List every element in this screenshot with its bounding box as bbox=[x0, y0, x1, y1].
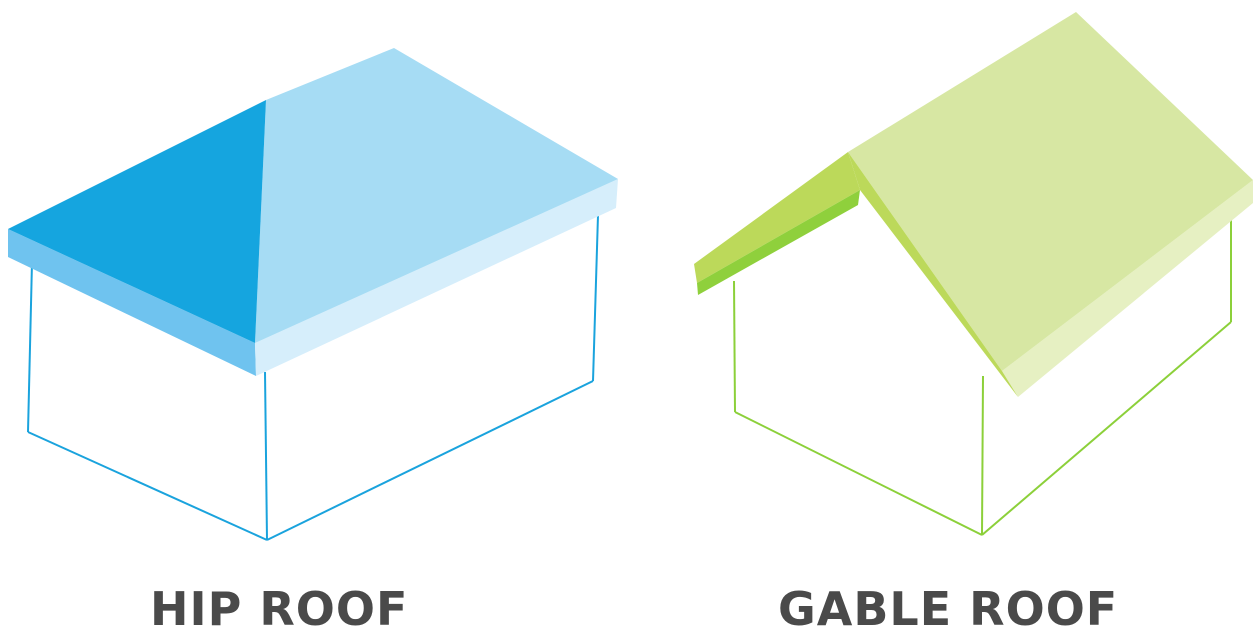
hip-house-walls bbox=[27, 214, 599, 541]
hip-roof-label: HIP ROOF bbox=[150, 582, 409, 636]
gable-roof-house-icon bbox=[694, 12, 1253, 536]
gable-roof bbox=[694, 12, 1253, 397]
hip-roof bbox=[8, 48, 618, 376]
hip-roof-end-plane bbox=[8, 100, 266, 343]
gable-roof-main-plane bbox=[848, 12, 1253, 371]
gable-roof-eave-underside bbox=[697, 190, 860, 295]
gable-roof-label: GABLE ROOF bbox=[778, 582, 1119, 636]
hip-roof-main-plane bbox=[255, 48, 618, 343]
hip-roof-fascia-right bbox=[255, 179, 618, 376]
hip-roof-fascia-left bbox=[8, 229, 256, 376]
gable-roof-fascia-right bbox=[1002, 180, 1253, 397]
gable-roof-rake-side bbox=[848, 152, 1018, 397]
gable-house-walls bbox=[733, 212, 1232, 536]
hip-roof-house-icon bbox=[8, 48, 618, 541]
gable-roof-eave-top bbox=[694, 152, 860, 283]
